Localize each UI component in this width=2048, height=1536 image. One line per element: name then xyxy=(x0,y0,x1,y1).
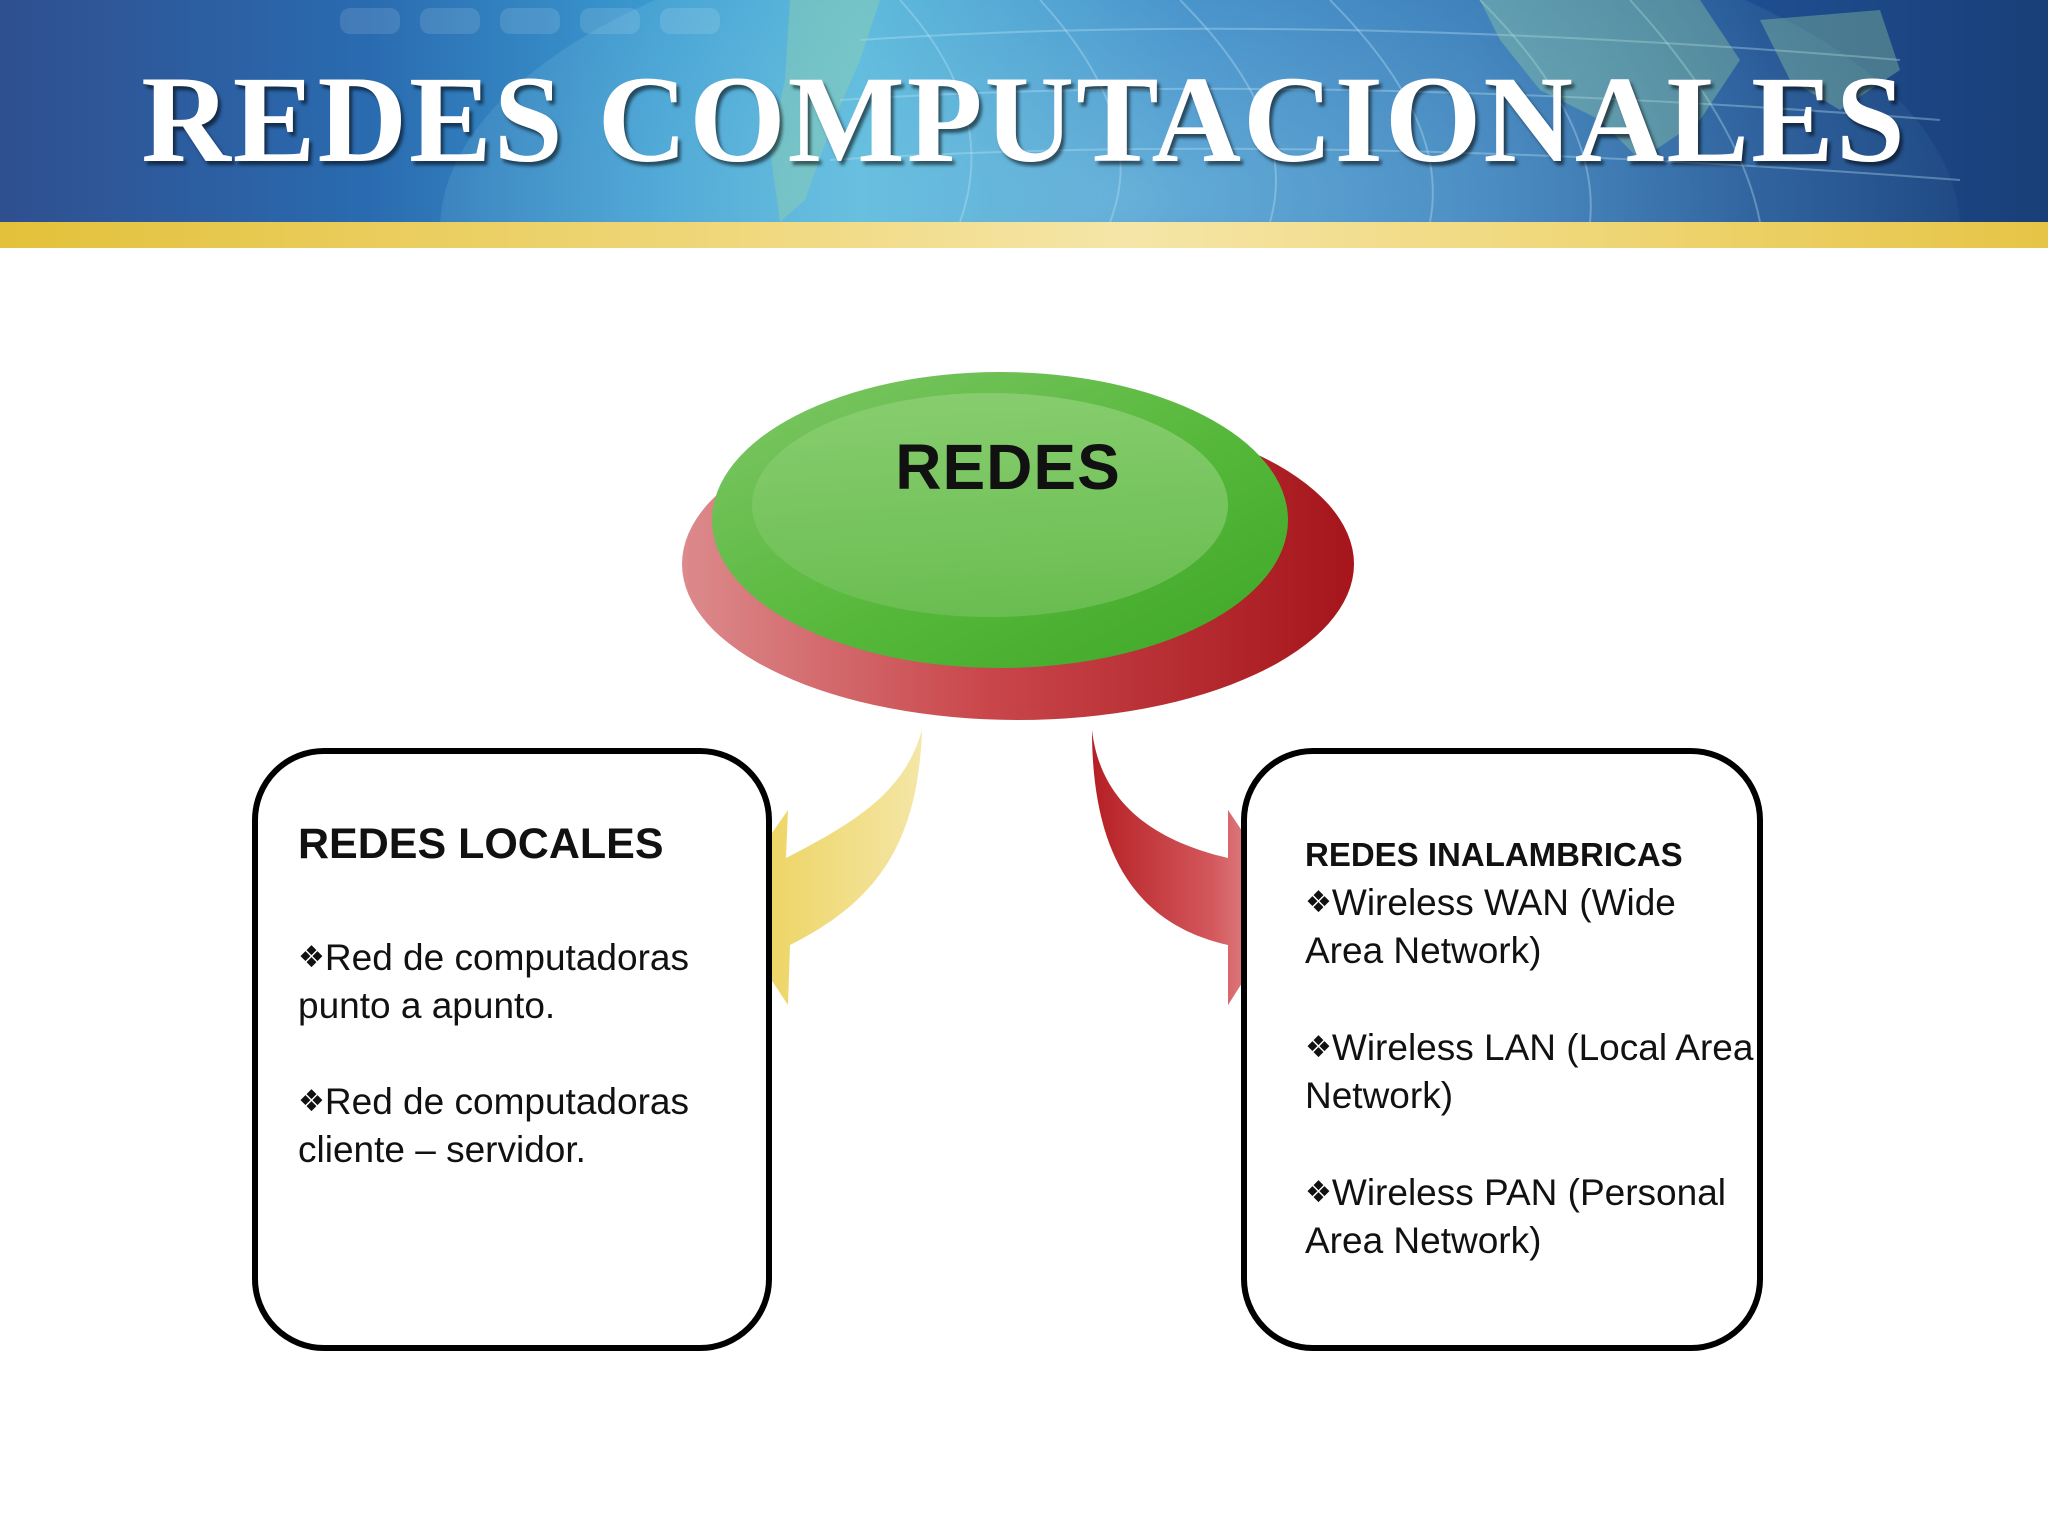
wireless-networks-list: ❖Wireless WAN (Wide Area Network) ❖Wirel… xyxy=(1305,879,1755,1314)
wireless-networks-heading: REDES INALAMBRICAS xyxy=(1305,836,1683,873)
list-item: ❖Wireless PAN (Personal Area Network) xyxy=(1305,1172,1726,1261)
list-item: ❖Wireless LAN (Local Area Network) xyxy=(1305,1027,1754,1116)
list-item: ❖Red de computadoras cliente – servidor. xyxy=(298,1081,689,1170)
diamond-bullet-icon: ❖ xyxy=(1305,1030,1332,1065)
center-oval xyxy=(682,372,1354,720)
list-item: ❖Red de computadoras punto a apunto. xyxy=(298,937,689,1026)
gold-stripe xyxy=(0,222,2048,248)
local-networks-box: REDES LOCALES ❖Red de computadoras punto… xyxy=(252,748,772,1351)
local-networks-list: ❖Red de computadoras punto a apunto. ❖Re… xyxy=(298,934,768,1222)
list-item: ❖Wireless WAN (Wide Area Network) xyxy=(1305,882,1676,971)
diamond-bullet-icon: ❖ xyxy=(1305,885,1332,920)
left-curved-arrow xyxy=(722,730,922,1005)
diamond-bullet-icon: ❖ xyxy=(298,1084,325,1119)
center-label: REDES xyxy=(895,431,1121,503)
globe-map-graphic xyxy=(340,0,1961,222)
center-oval-green-inner xyxy=(752,393,1228,617)
diamond-bullet-icon: ❖ xyxy=(1305,1175,1332,1210)
wireless-networks-box: REDES INALAMBRICAS ❖Wireless WAN (Wide A… xyxy=(1241,748,1763,1351)
diamond-bullet-icon: ❖ xyxy=(298,940,325,975)
header-banner: REDES COMPUTACIONALES xyxy=(0,0,2048,222)
slide-title: REDES COMPUTACIONALES xyxy=(141,51,1907,188)
local-networks-heading: REDES LOCALES xyxy=(298,820,664,868)
